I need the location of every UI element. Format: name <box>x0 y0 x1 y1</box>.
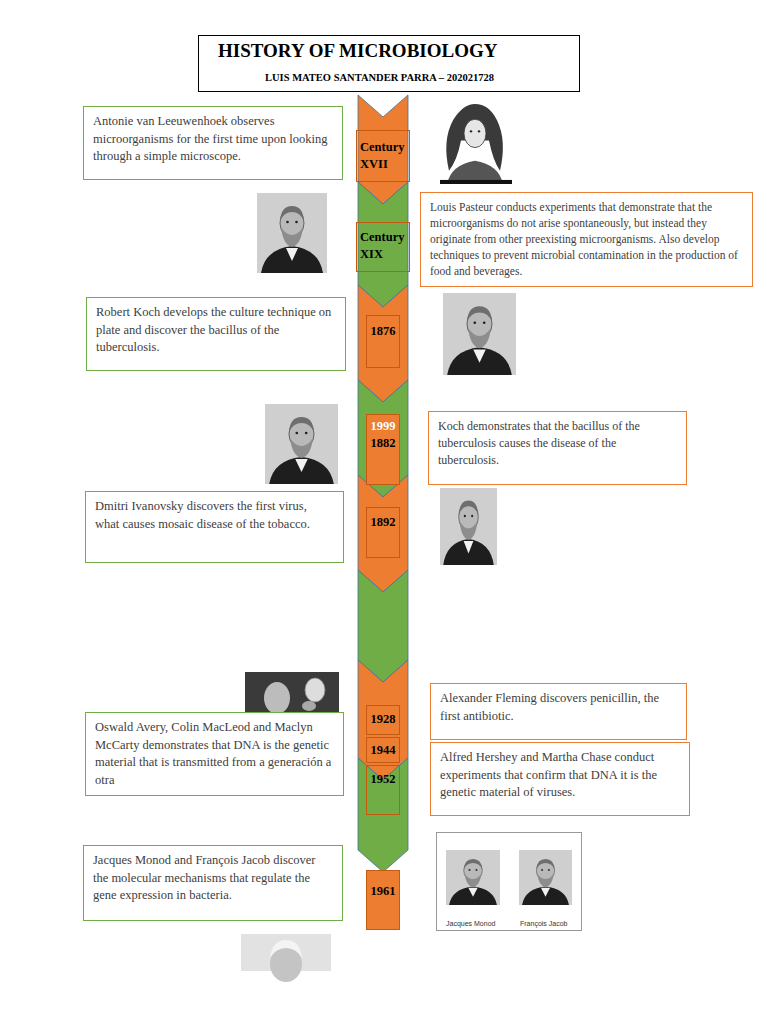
monod-jacob-photo <box>437 833 582 931</box>
event-text: Jacques Monod and François Jacob discove… <box>93 852 333 905</box>
photo-face <box>264 682 290 714</box>
year-text: 1882 <box>370 435 396 452</box>
bottom-photo <box>241 934 331 982</box>
portrait-photo <box>265 404 338 484</box>
portrait-photo <box>440 488 497 565</box>
portrait-photo <box>437 100 512 184</box>
event-box: Oswald Avery, Colin MacLeod and Maclyn M… <box>85 712 344 796</box>
year-text: 1952 <box>370 771 396 788</box>
year-text: 1944 <box>370 742 396 759</box>
portrait-photo <box>446 850 500 905</box>
band-segment <box>358 95 408 204</box>
event-text: Koch demonstrates that the bacillus of t… <box>438 418 677 468</box>
year-box: 1952 <box>366 765 400 815</box>
year-box: 1944 <box>366 737 400 763</box>
photo-dish <box>305 678 325 702</box>
year-text: 1999 <box>370 418 396 435</box>
photo-ground <box>245 672 339 715</box>
diagram-title: HISTORY OF MICROBIOLOGY <box>218 40 497 62</box>
year-box: 1961 <box>366 870 400 930</box>
year-box: 1892 <box>366 507 400 558</box>
event-box: Koch demonstrates that the bacillus of t… <box>428 411 687 485</box>
author-line: LUIS MATEO SANTANDER PARRA – 202021728 <box>265 72 494 83</box>
event-box: Robert Koch develops the culture techniq… <box>86 297 346 371</box>
event-text: Robert Koch develops the culture techniq… <box>96 304 336 357</box>
band-segment <box>358 475 408 592</box>
event-text: Alfred Hershey and Martha Chase conduct … <box>440 749 680 802</box>
event-text: Louis Pasteur conducts experiments that … <box>430 199 743 279</box>
event-box: Alfred Hershey and Martha Chase conduct … <box>430 742 690 816</box>
event-text: Dmitri Ivanovsky discovers the first vir… <box>95 498 334 533</box>
event-box: Louis Pasteur conducts experiments that … <box>420 192 753 287</box>
photo-caption: Jacques Monod <box>446 920 495 927</box>
photo-hand <box>302 701 316 711</box>
band-segment <box>358 758 408 872</box>
event-box: Dmitri Ivanovsky discovers the first vir… <box>85 491 344 563</box>
year-text: 1892 <box>370 514 396 531</box>
title-frame <box>199 36 580 92</box>
photo-frame <box>437 833 582 931</box>
event-box: Alexander Fleming discovers penicillin, … <box>430 683 687 740</box>
year-text: 1928 <box>370 711 396 728</box>
event-box: Jacques Monod and François Jacob discove… <box>83 845 343 921</box>
year-box: 1876 <box>366 315 400 368</box>
event-text: Alexander Fleming discovers penicillin, … <box>440 690 677 725</box>
event-box: Antonie van Leeuwenhoek observes microor… <box>83 106 343 180</box>
fleming-photo <box>245 672 339 715</box>
year-box: Century XVII <box>356 130 410 182</box>
portrait-photo <box>257 193 327 273</box>
band-segment <box>358 380 408 497</box>
band-segment <box>358 660 408 780</box>
year-box: 19991882 <box>366 414 400 485</box>
year-box: Century XIX <box>356 222 410 272</box>
year-text: Century XIX <box>360 229 406 263</box>
band-segment <box>358 570 408 682</box>
year-box: 1928 <box>366 705 400 735</box>
year-text: Century XVII <box>360 139 406 173</box>
band-segment <box>358 285 408 402</box>
event-text: Oswald Avery, Colin MacLeod and Maclyn M… <box>95 719 334 789</box>
year-text: 1961 <box>370 883 396 900</box>
photo-caption: François Jacob <box>520 920 567 927</box>
band-segment <box>358 182 408 307</box>
timeline-band <box>358 95 408 872</box>
event-text: Antonie van Leeuwenhoek observes microor… <box>93 113 333 166</box>
year-text: 1876 <box>370 323 396 340</box>
portrait-photo <box>443 293 516 375</box>
photo-hair <box>270 940 302 958</box>
portrait-photo <box>519 850 572 905</box>
